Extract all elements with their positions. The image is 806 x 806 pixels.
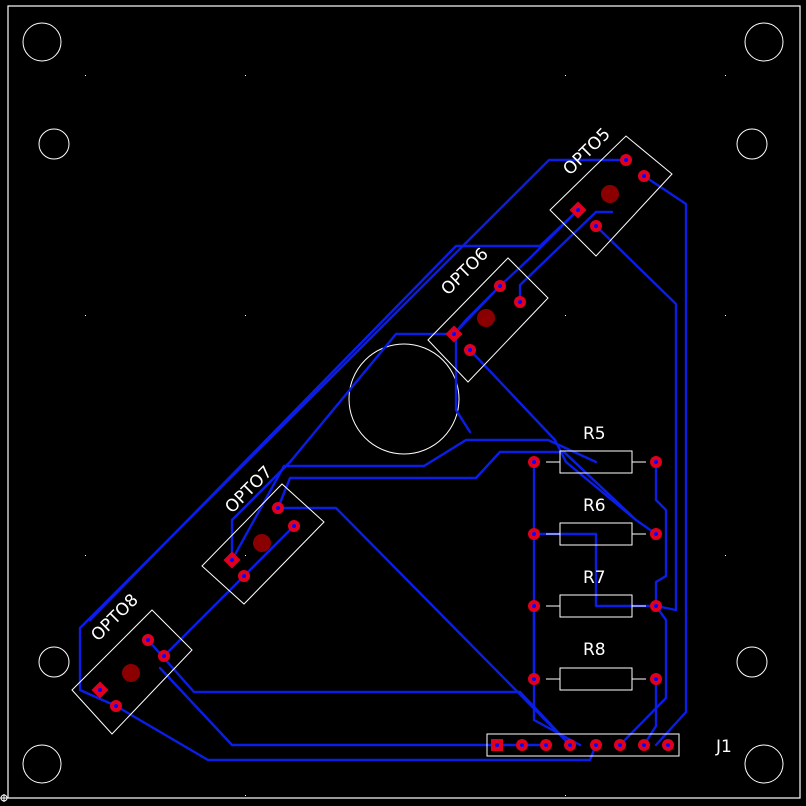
opto-outlines bbox=[71, 135, 673, 735]
opto5-outline bbox=[549, 135, 673, 257]
label-j1: J1 bbox=[715, 737, 732, 757]
trace-opto5-diag bbox=[230, 208, 580, 562]
trace-resistor-left-column bbox=[532, 460, 582, 747]
trace-opto5-to-opto6 bbox=[518, 210, 614, 304]
central-cutout bbox=[348, 343, 460, 455]
led-opto7 bbox=[253, 534, 271, 552]
mounting-hole-left-upper bbox=[38, 128, 70, 160]
trace-resistor-right-column bbox=[654, 460, 668, 608]
mounting-hole-left-lower bbox=[38, 646, 70, 678]
trace-outer-loop bbox=[78, 158, 628, 708]
trace-opto6-branch bbox=[454, 332, 472, 434]
trace-j1-bus-e bbox=[642, 678, 658, 747]
mounting-hole-right-upper bbox=[736, 128, 768, 160]
trace-opto5-vertical bbox=[594, 224, 678, 612]
trace-j1-bus-d bbox=[618, 604, 668, 747]
trace-opto7-mid bbox=[230, 438, 598, 562]
label-r5: R5 bbox=[583, 424, 606, 444]
opto7-outline bbox=[201, 483, 325, 605]
mounting-holes bbox=[22, 22, 784, 784]
resistor-bodies bbox=[546, 450, 646, 691]
trace-j1-bus-c bbox=[114, 704, 598, 762]
led-opto8 bbox=[122, 664, 140, 682]
trace-opto6-left bbox=[452, 284, 502, 336]
trace-j1-bus-b bbox=[158, 666, 548, 747]
label-r7: R7 bbox=[583, 568, 606, 588]
trace-opto5-right bbox=[642, 174, 688, 747]
pad-drill-holes bbox=[98, 158, 670, 747]
grid-dots bbox=[85, 75, 726, 796]
led-opto5 bbox=[601, 185, 619, 203]
trace-r7-link bbox=[532, 532, 658, 608]
mounting-hole-right-lower bbox=[736, 646, 768, 678]
mounting-hole-top-right bbox=[744, 22, 784, 62]
trace-opto7-upper bbox=[276, 506, 572, 747]
board-outline bbox=[7, 5, 801, 799]
trace-opto7-resistor bbox=[276, 450, 638, 522]
led-opto6 bbox=[477, 309, 495, 327]
mounting-hole-bottom-right bbox=[744, 744, 784, 784]
label-r8: R8 bbox=[583, 640, 606, 660]
opto6-outline bbox=[427, 257, 549, 383]
copper-traces bbox=[78, 158, 688, 762]
j1-outline bbox=[486, 733, 680, 757]
trace-opto6-r6 bbox=[468, 348, 658, 536]
origin-crosshair-icon bbox=[0, 794, 8, 802]
label-r6: R6 bbox=[583, 496, 606, 516]
opto8-outline bbox=[71, 609, 193, 735]
mounting-hole-bottom-left bbox=[22, 744, 62, 784]
mounting-hole-top-left bbox=[22, 22, 62, 62]
